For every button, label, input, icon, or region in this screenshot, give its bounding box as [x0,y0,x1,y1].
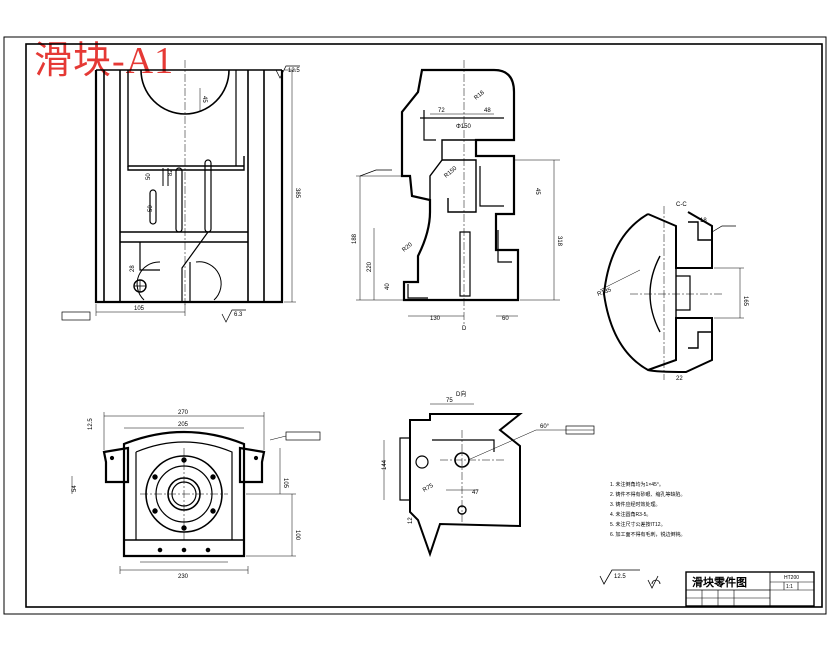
dim-45: 45 [201,96,207,103]
dim-75: 75 [446,398,453,404]
flange-view [71,412,321,574]
dim-40: 40 [385,283,391,290]
title-material: HT200 [784,575,799,581]
dim-385: 385 [294,188,300,199]
dim-phi150: Φ150 [456,124,471,130]
label-c-c: C-C [676,202,687,208]
note-4: 4. 未注圆角R3-5。 [610,511,651,518]
dim-105: 105 [134,306,145,312]
front-view [61,60,300,323]
dim-48: 48 [484,108,491,114]
dim-205: 205 [178,422,189,428]
dim-130: 130 [430,316,441,322]
flange-view-dims: 270 205 230 105 100 54 12.5 [72,410,300,580]
label-d-view: D向 [456,390,466,398]
dim-18: 18 [700,218,707,224]
dim-100: 100 [294,530,300,541]
roughness-symbol [599,569,661,589]
roughness-general: 12.5 [614,574,626,580]
dim-12: 12 [408,517,414,524]
dim-105b: 105 [282,478,288,489]
dim-50a: 50 [148,205,154,212]
note-6: 6. 加工面不得有毛刺，锐边倒钝。 [610,531,686,538]
detail-view [383,403,595,558]
title-block [685,571,815,607]
title-part-name: 滑块零件图 [692,575,747,589]
dim-220: 220 [367,261,373,272]
note-3: 3. 铸件应经时效处理。 [610,501,661,508]
dim-318: 318 [556,236,562,247]
dim-72: 72 [438,108,445,114]
dim-144: 144 [382,459,388,470]
dim-165: 165 [742,296,748,307]
dim-188: 188 [352,233,358,244]
roughness-top: 12.5 [288,68,300,74]
front-view-dims: 385 105 45 50 50 82 28 12.5 6.3 [130,68,300,318]
label-d-arrow: D [462,326,467,332]
dim-45s: 45 [534,188,540,195]
dim-28: 28 [130,265,136,272]
section-cc [599,206,744,380]
side-view-dims: 72 48 Φ150 R18 R150 318 188 220 40 130 6… [352,89,562,332]
section-cc-dims: C-C R135 165 18 22 [597,202,748,382]
roughness-bottom: 6.3 [234,312,243,318]
dim-82: 82 [168,169,174,176]
dim-54: 54 [72,485,78,492]
dim-r18: R18 [473,89,486,101]
technical-notes: 1. 未注倒角均为1×45°。 2. 铸件不得有砂眼、缩孔等缺陷。 3. 铸件应… [610,481,686,538]
side-view [356,60,560,326]
dim-r135: R135 [597,287,613,298]
dim-50b: 50 [146,173,152,180]
outer-frame [3,36,827,615]
detail-view-dims: D向 75 144 R75 47 12 60° [382,390,550,524]
roughness-flange: 12.5 [88,418,94,430]
dim-230: 230 [178,574,189,580]
dim-r20: R20 [401,241,414,253]
dim-47: 47 [472,490,479,496]
dim-22: 22 [676,376,683,382]
note-1: 1. 未注倒角均为1×45°。 [610,481,664,488]
inner-frame [25,43,823,608]
note-5: 5. 未注尺寸公差按IT12。 [610,521,666,528]
dim-r75: R75 [422,483,435,494]
dim-60: 60 [502,316,509,322]
note-2: 2. 铸件不得有砂眼、缩孔等缺陷。 [610,491,686,498]
dim-r150: R150 [443,165,458,179]
dim-60deg: 60° [540,424,550,430]
title-scale: 1:1 [786,584,793,590]
dim-270: 270 [178,410,189,416]
